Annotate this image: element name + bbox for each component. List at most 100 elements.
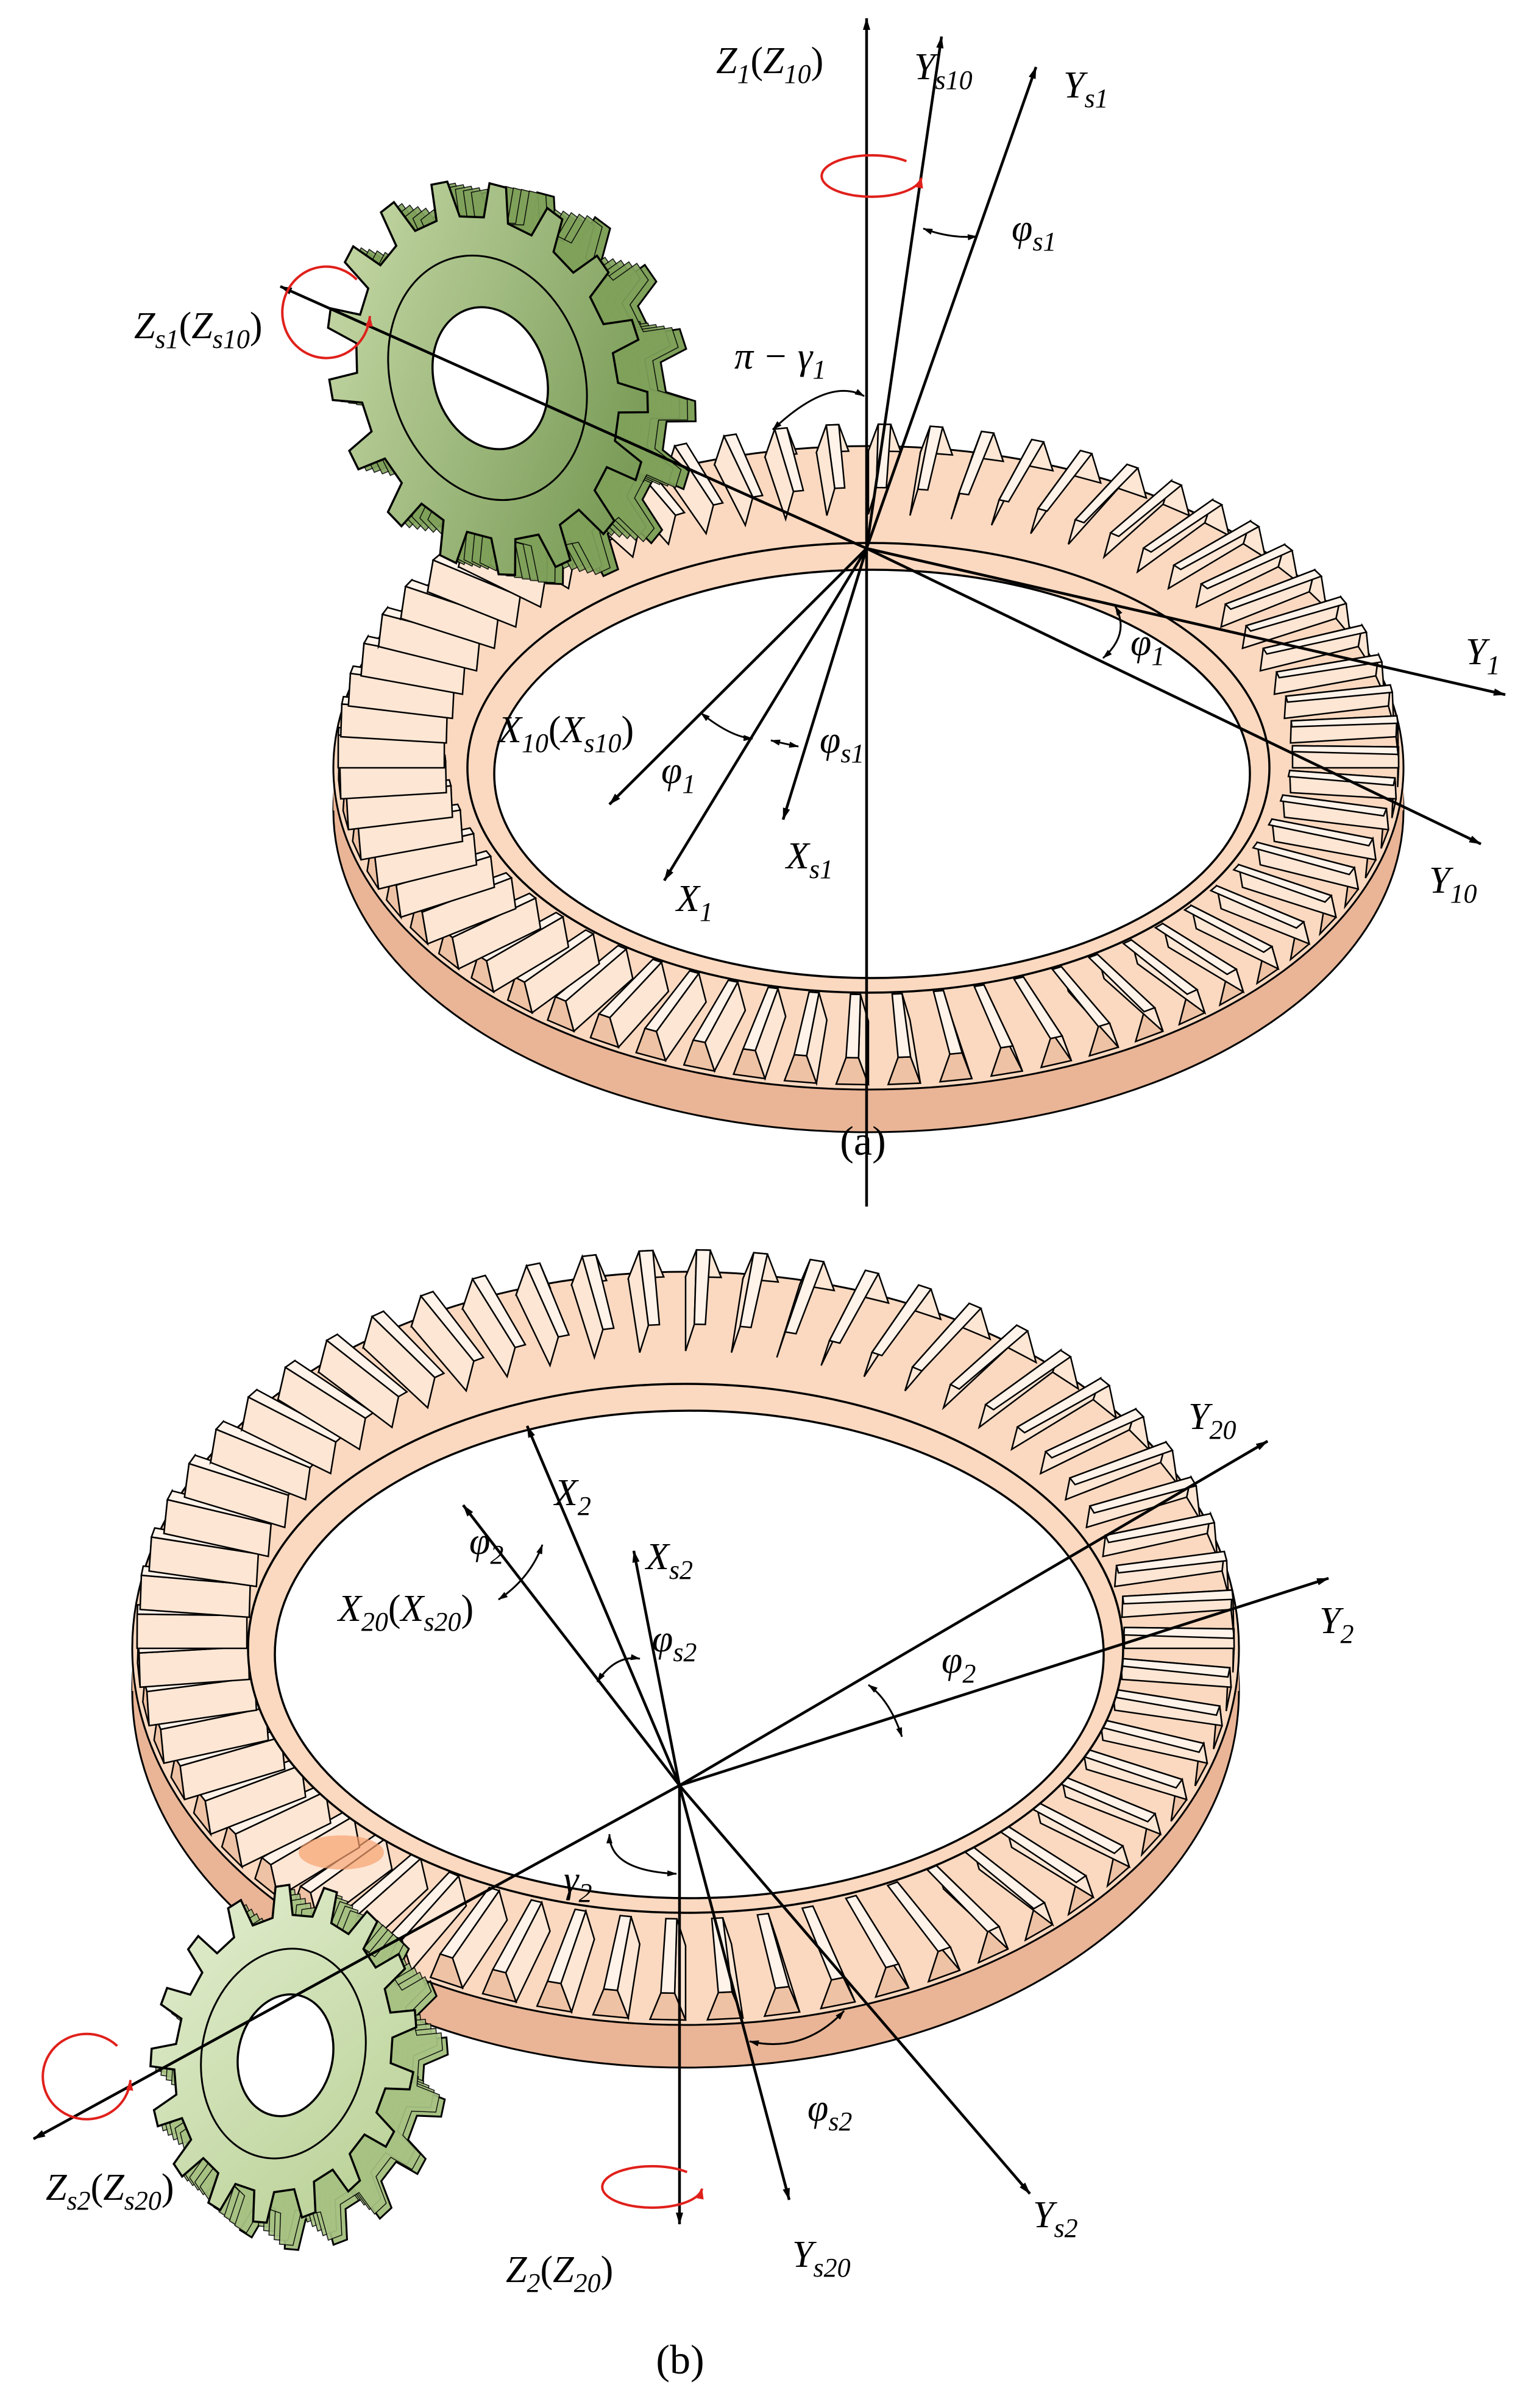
tooth-top — [491, 1899, 543, 1974]
label-ys10: Ys10 — [914, 46, 973, 95]
pinion-body — [149, 1884, 449, 2251]
tooth-top — [1261, 624, 1368, 655]
label-xs2: Xs2 — [644, 1536, 693, 1585]
tooth-top — [1244, 596, 1348, 632]
label-phi-s2-top: φs2 — [652, 1618, 697, 1667]
axis-y10 — [866, 547, 1481, 846]
tooth-top — [1183, 904, 1274, 954]
contact-zone-b — [299, 1835, 384, 1870]
tooth-top — [371, 1310, 445, 1379]
label-z1: Z1(Z10) — [716, 40, 823, 89]
tooth-top — [998, 438, 1045, 503]
axis-zs2 — [32, 1784, 681, 2140]
tooth-top — [1199, 544, 1294, 590]
tooth-top — [845, 993, 862, 1059]
label-y10: Y10 — [1429, 860, 1477, 909]
tooth-top — [742, 986, 779, 1052]
tooth-top — [1209, 885, 1305, 929]
tooth-top — [581, 1253, 615, 1331]
axis-xs2 — [632, 1550, 681, 1786]
tooth-top — [325, 1333, 408, 1398]
axis-y20 — [678, 1440, 1269, 1787]
axis-ys20 — [678, 1785, 791, 2200]
pinion-bore — [431, 306, 549, 450]
tooth-top — [1154, 923, 1238, 976]
tooth-top — [1068, 1441, 1174, 1486]
angle-arc-phi-s1-top — [923, 227, 978, 241]
axis-y1 — [866, 547, 1506, 697]
label-ys20: Ys20 — [792, 2234, 851, 2283]
tooth-top — [870, 1284, 932, 1357]
tooth-top — [1122, 938, 1199, 995]
tooth-top — [1172, 520, 1261, 570]
tooth-top — [793, 991, 820, 1057]
label-phi1-left: φ1 — [661, 750, 695, 799]
tooth-top — [1051, 966, 1111, 1027]
tooth-top — [984, 1349, 1072, 1411]
tooth-top — [711, 1916, 733, 1994]
tooth-top — [1142, 498, 1224, 553]
label-phi-s1-low: φs1 — [820, 720, 864, 768]
tooth-top — [828, 1269, 880, 1344]
label-phi2-right: φ2 — [942, 1640, 976, 1689]
label-z2: Z2(Z20) — [506, 2249, 613, 2298]
caption-b: (b) — [656, 2336, 704, 2383]
tooth-top — [756, 1912, 790, 1990]
tooth-top — [1224, 569, 1323, 611]
pinion-hub-ring — [200, 1948, 367, 2160]
coordinate-axes-a — [280, 18, 1506, 1207]
tooth-top — [739, 1252, 768, 1328]
tooth-top — [1074, 463, 1140, 524]
axis-x1 — [663, 547, 868, 882]
axis-xs1 — [781, 548, 868, 820]
tooth-top — [891, 993, 912, 1058]
tooth-side — [136, 1613, 248, 1650]
pinion-hub-ring — [387, 254, 588, 502]
ring-bore — [493, 569, 1251, 979]
angle-arc-phi2-left — [498, 1544, 544, 1601]
tooth-top — [723, 433, 764, 498]
label-phi1-right: φ1 — [1130, 622, 1165, 671]
tooth-top — [692, 979, 739, 1044]
tooth-top — [886, 1881, 952, 1952]
label-y2: Y2 — [1319, 1600, 1354, 1649]
tooth-top — [660, 1918, 678, 1994]
tooth-top — [525, 1262, 570, 1338]
label-x10: X10(Xs10) — [497, 709, 634, 758]
tooth-top — [932, 990, 963, 1055]
tooth-top — [694, 1249, 711, 1325]
label-x20: X20(Xs20) — [336, 1588, 474, 1637]
label-y1: Y1 — [1466, 631, 1500, 680]
tooth-top — [845, 1895, 900, 1969]
label-x2: X2 — [553, 1472, 591, 1521]
tooth-top — [1012, 976, 1063, 1040]
tooth-top — [1044, 1408, 1145, 1459]
rotation-arrow-z2 — [601, 2164, 704, 2209]
angle-arc-phi-s1-low — [770, 739, 799, 748]
angle-arc-phi1-right — [1102, 606, 1123, 659]
tooth-top — [1109, 480, 1183, 537]
label-phi-s1-top: φs1 — [1012, 208, 1056, 257]
tooth-top — [784, 1258, 825, 1335]
tooth-top — [554, 945, 628, 1002]
axis-zs1 — [280, 285, 867, 550]
label-ys1: Ys1 — [1063, 65, 1109, 113]
axis-ys2 — [678, 1784, 1031, 2195]
label-xs1: Xs1 — [784, 835, 833, 884]
angle-arc-phi-s2-top — [596, 1654, 640, 1682]
tooth-top — [1115, 1550, 1228, 1574]
tooth-top — [1267, 818, 1374, 847]
tooth-top — [1122, 1589, 1234, 1605]
tooth-top — [1252, 841, 1356, 876]
label-ys2: Ys2 — [1033, 2194, 1078, 2243]
tooth-top — [911, 1302, 982, 1372]
rotation-arrow-zs1 — [281, 265, 373, 360]
tooth-top — [1290, 715, 1399, 728]
tooth-top — [973, 984, 1014, 1049]
tooth-top — [875, 423, 892, 489]
tooth-top — [1232, 863, 1333, 903]
tooth-top — [1037, 449, 1093, 512]
